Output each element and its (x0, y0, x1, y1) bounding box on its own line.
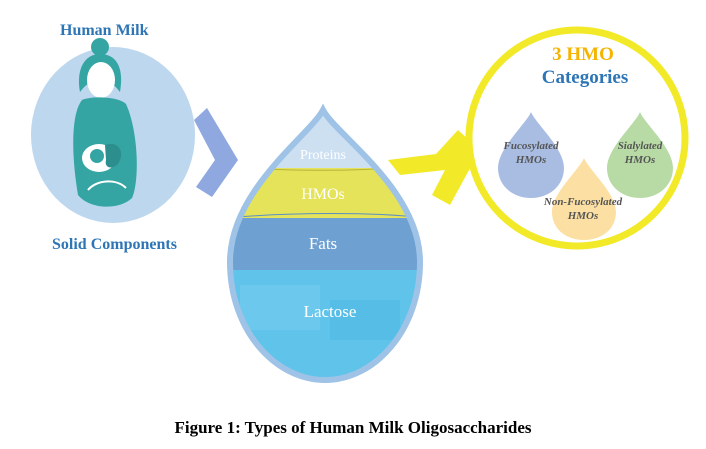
non-fucosylated-label-line1: Non-Fucosylated (543, 196, 623, 208)
figure-caption: Figure 1: Types of Human Milk Oligosacch… (174, 418, 532, 437)
layer-label-lactose: Lactose (304, 302, 357, 321)
blue-chevron-arrow (194, 108, 238, 197)
categories-title-line2: Categories (542, 67, 629, 88)
sialylated-label-line1: Sialylated (618, 140, 663, 152)
categories-title-line1: 3 HMO (552, 44, 614, 65)
yellow-chevron-arrow (388, 130, 480, 205)
layer-label-proteins: Proteins (300, 148, 346, 163)
layer-label-hmos: HMOs (301, 186, 345, 203)
human-milk-label: Human Milk (60, 22, 149, 39)
sialylated-label-line2: HMOs (624, 154, 656, 166)
non-fucosylated-label-line2: HMOs (567, 210, 599, 222)
sialylated-drop (607, 112, 673, 198)
fucosylated-label-line2: HMOs (515, 154, 547, 166)
non-fucosylated-drop (552, 158, 616, 240)
breastfeeding-mother-icon (73, 38, 137, 207)
fucosylated-label-line1: Fucosylated (503, 140, 559, 152)
solid-components-label: Solid Components (52, 236, 177, 253)
layer-label-fats: Fats (309, 234, 337, 253)
fucosylated-drop (498, 112, 564, 198)
